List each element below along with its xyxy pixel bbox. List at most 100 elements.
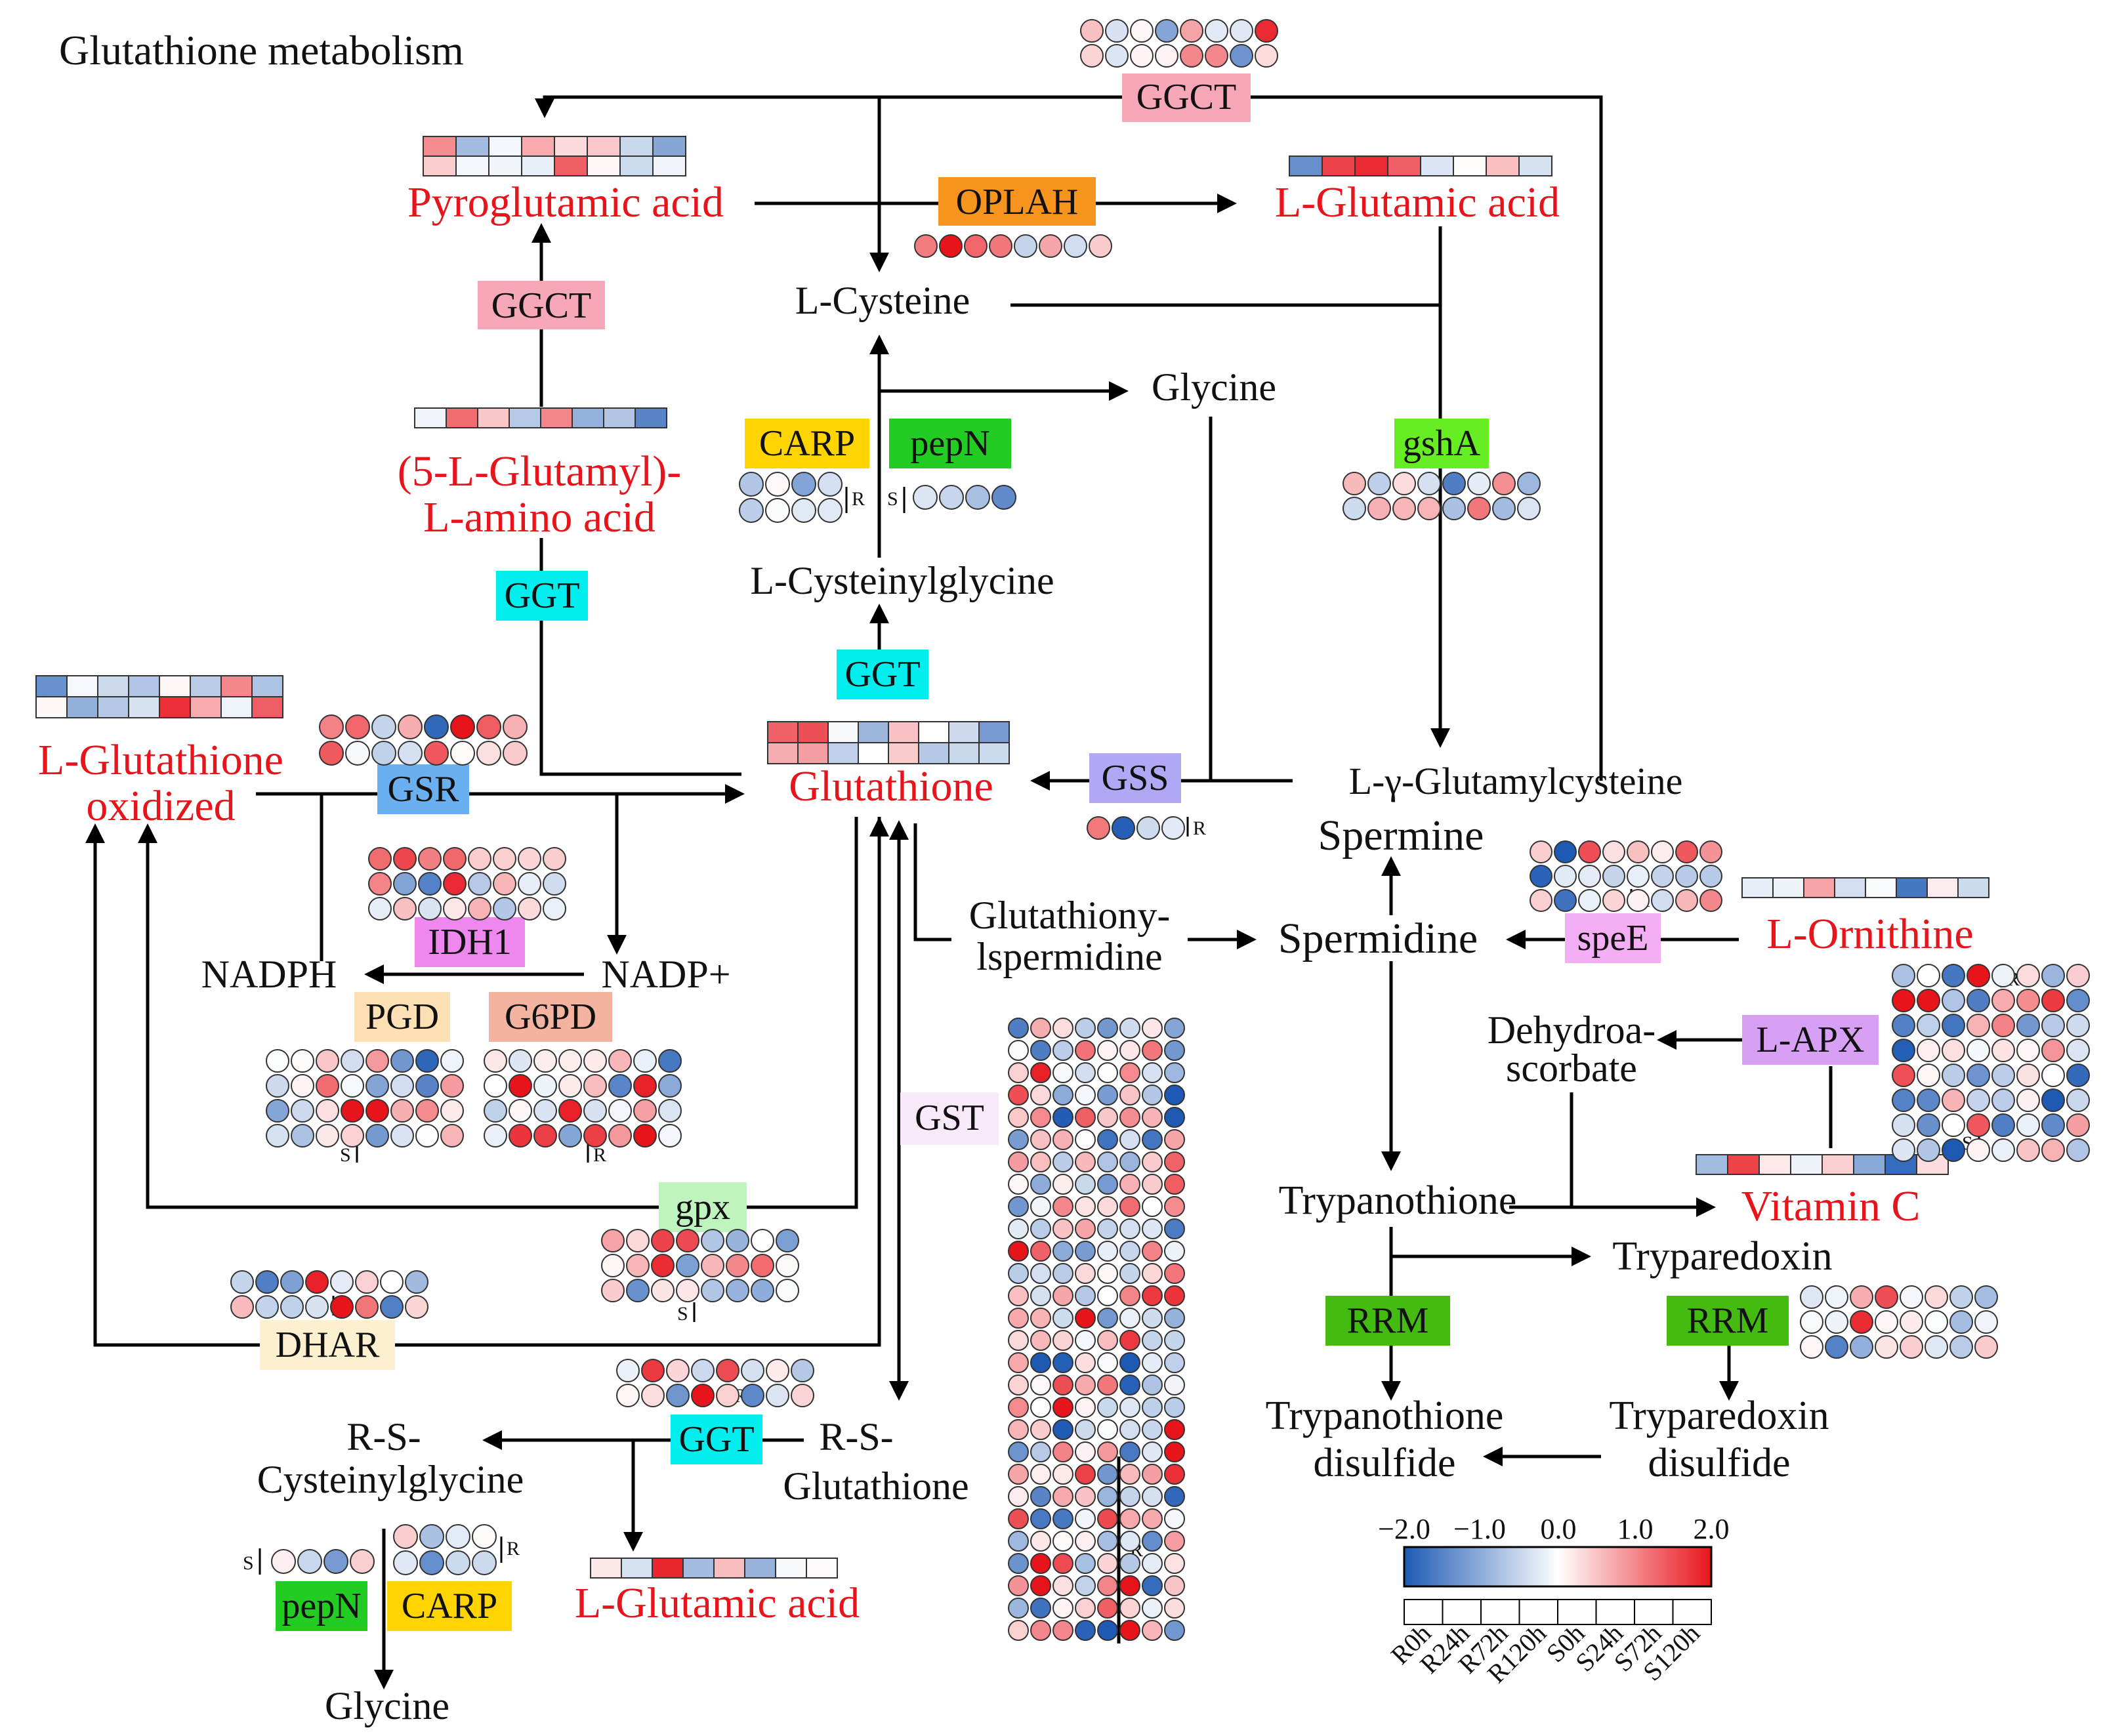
heatmap-dot — [626, 1229, 650, 1252]
svg-text:R: R — [593, 1144, 606, 1166]
heatmap-dot — [365, 1099, 389, 1123]
enzyme-lapx: L-APX — [1742, 1015, 1879, 1065]
heatmap-dot — [1052, 1196, 1073, 1217]
heatmap-dot — [791, 1359, 814, 1382]
heatmap-dot — [305, 1295, 329, 1319]
heatmap-dot — [1097, 1553, 1118, 1574]
heatmap-dot — [751, 1229, 774, 1252]
mark-r-g6pd: R — [587, 1143, 606, 1166]
heatmap-dot — [1097, 1441, 1118, 1462]
heatmap-cell — [1853, 1154, 1886, 1175]
heatmap-dot — [1089, 234, 1112, 258]
heatmap-dot — [1052, 1263, 1073, 1284]
svg-text:RRM: RRM — [1347, 1300, 1429, 1341]
heatmap-dot — [1119, 1374, 1140, 1395]
heatmap-lapx — [1892, 964, 2090, 1162]
heatmap-dot — [1142, 1308, 1163, 1329]
compound-nadp: NADP+ — [601, 953, 730, 996]
heatmap-dot — [330, 1270, 354, 1294]
heatmap-dhar — [230, 1270, 428, 1319]
heatmap-dot — [1119, 1508, 1140, 1529]
svg-text:S: S — [340, 1144, 351, 1166]
heatmap-dot — [1097, 1531, 1118, 1552]
heatmap-dot — [1255, 44, 1278, 68]
heatmap-dot — [1052, 1085, 1073, 1106]
heatmap-dot — [472, 1524, 497, 1549]
heatmap-cell — [587, 155, 621, 176]
heatmap-cell — [1453, 155, 1487, 176]
heatmap-dot — [1008, 1352, 1029, 1373]
heatmap-dot — [1075, 1575, 1096, 1596]
heatmap-dot — [1949, 1285, 1973, 1309]
heatmap-dot — [1008, 1285, 1029, 1306]
legend-sample-box — [1518, 1599, 1558, 1625]
metabolite-glutathione-oxidized-line2: oxidized — [86, 782, 235, 830]
heatmap-dot — [1925, 1310, 1948, 1334]
heatmap-cell — [1803, 877, 1835, 898]
svg-text:GST: GST — [915, 1098, 984, 1138]
heatmap-dot — [1142, 1575, 1163, 1596]
heatmap-dot — [726, 1254, 749, 1277]
heatmap-dot — [1097, 1196, 1118, 1217]
heatmap-dot — [1675, 840, 1698, 863]
heatmap-dot — [1008, 1553, 1029, 1574]
enzyme-ggct-top: GGCT — [1122, 73, 1251, 122]
heatmap-ornithine — [1741, 877, 1989, 898]
heatmap-dot — [518, 872, 541, 896]
heatmap-dot — [633, 1124, 657, 1147]
heatmap-dot — [443, 847, 467, 871]
heatmap-cell — [1696, 1154, 1728, 1175]
heatmap-dot — [1075, 1308, 1096, 1329]
heatmap-dot — [341, 1049, 364, 1073]
enzyme-gst: GST — [900, 1092, 999, 1145]
heatmap-dot — [365, 1049, 389, 1073]
heatmap-dot — [1119, 1285, 1140, 1306]
heatmap-dot — [1925, 1285, 1948, 1309]
heatmap-dot — [2041, 964, 2065, 987]
metabolite-glutathione-oxidized-line1: L-Glutathione — [38, 736, 283, 784]
metabolite-labels: Pyroglutamic acid L-Glutamic acid (5-L-G… — [38, 178, 1974, 1627]
heatmap-dot — [1142, 1531, 1163, 1552]
legend-sample-box — [1672, 1599, 1712, 1625]
heatmap-cell — [1772, 877, 1804, 898]
compound-spermidine: Spermidine — [1278, 915, 1478, 962]
heatmap-dot — [1075, 1598, 1096, 1619]
heatmap-dot — [1097, 1285, 1118, 1306]
heatmap-dot — [1142, 1174, 1163, 1195]
heatmap-dot — [1699, 865, 1722, 888]
heatmap-dot — [1142, 1352, 1163, 1373]
compound-tryparedoxin-disulfide-line2: disulfide — [1648, 1441, 1791, 1485]
heatmap-dot — [1052, 1374, 1073, 1395]
heatmap-dot — [765, 472, 790, 497]
heatmap-dot — [1008, 1508, 1029, 1529]
heatmap-dot — [1030, 1196, 1051, 1217]
heatmap-dot — [1075, 1263, 1096, 1284]
heatmap-dot — [1142, 1151, 1163, 1172]
heatmap-dot — [266, 1124, 289, 1147]
heatmap-dot — [440, 1049, 464, 1073]
compound-glycine-top: Glycine — [1152, 365, 1276, 409]
heatmap-dot — [1800, 1285, 1823, 1309]
enzyme-gsha: gshA — [1394, 419, 1489, 468]
heatmap-dot — [939, 234, 963, 258]
heatmap-dot — [509, 1099, 532, 1123]
heatmap-dot — [558, 1099, 582, 1123]
heatmap-dot — [1030, 1285, 1051, 1306]
heatmap-dot — [509, 1049, 532, 1073]
heatmap-dot — [393, 1550, 418, 1575]
heatmap-dot — [319, 714, 344, 739]
heatmap-dot — [2066, 1113, 2090, 1137]
heatmap-cell — [66, 696, 98, 718]
compound-trypanothione: Trypanothione — [1279, 1178, 1517, 1223]
heatmap-dot — [380, 1270, 404, 1294]
heatmap-dot — [1850, 1310, 1873, 1334]
heatmap-dot — [818, 472, 843, 497]
heatmap-cell — [477, 407, 510, 428]
heatmap-dot — [1900, 1285, 1923, 1309]
heatmap-dot — [1008, 1040, 1029, 1061]
svg-text:GSR: GSR — [388, 769, 460, 810]
heatmap-dot — [1164, 1040, 1185, 1061]
heatmap-dot — [1991, 1113, 2015, 1137]
heatmap-dot — [989, 234, 1012, 258]
compound-rs-glutathione-line2: Glutathione — [783, 1464, 968, 1508]
